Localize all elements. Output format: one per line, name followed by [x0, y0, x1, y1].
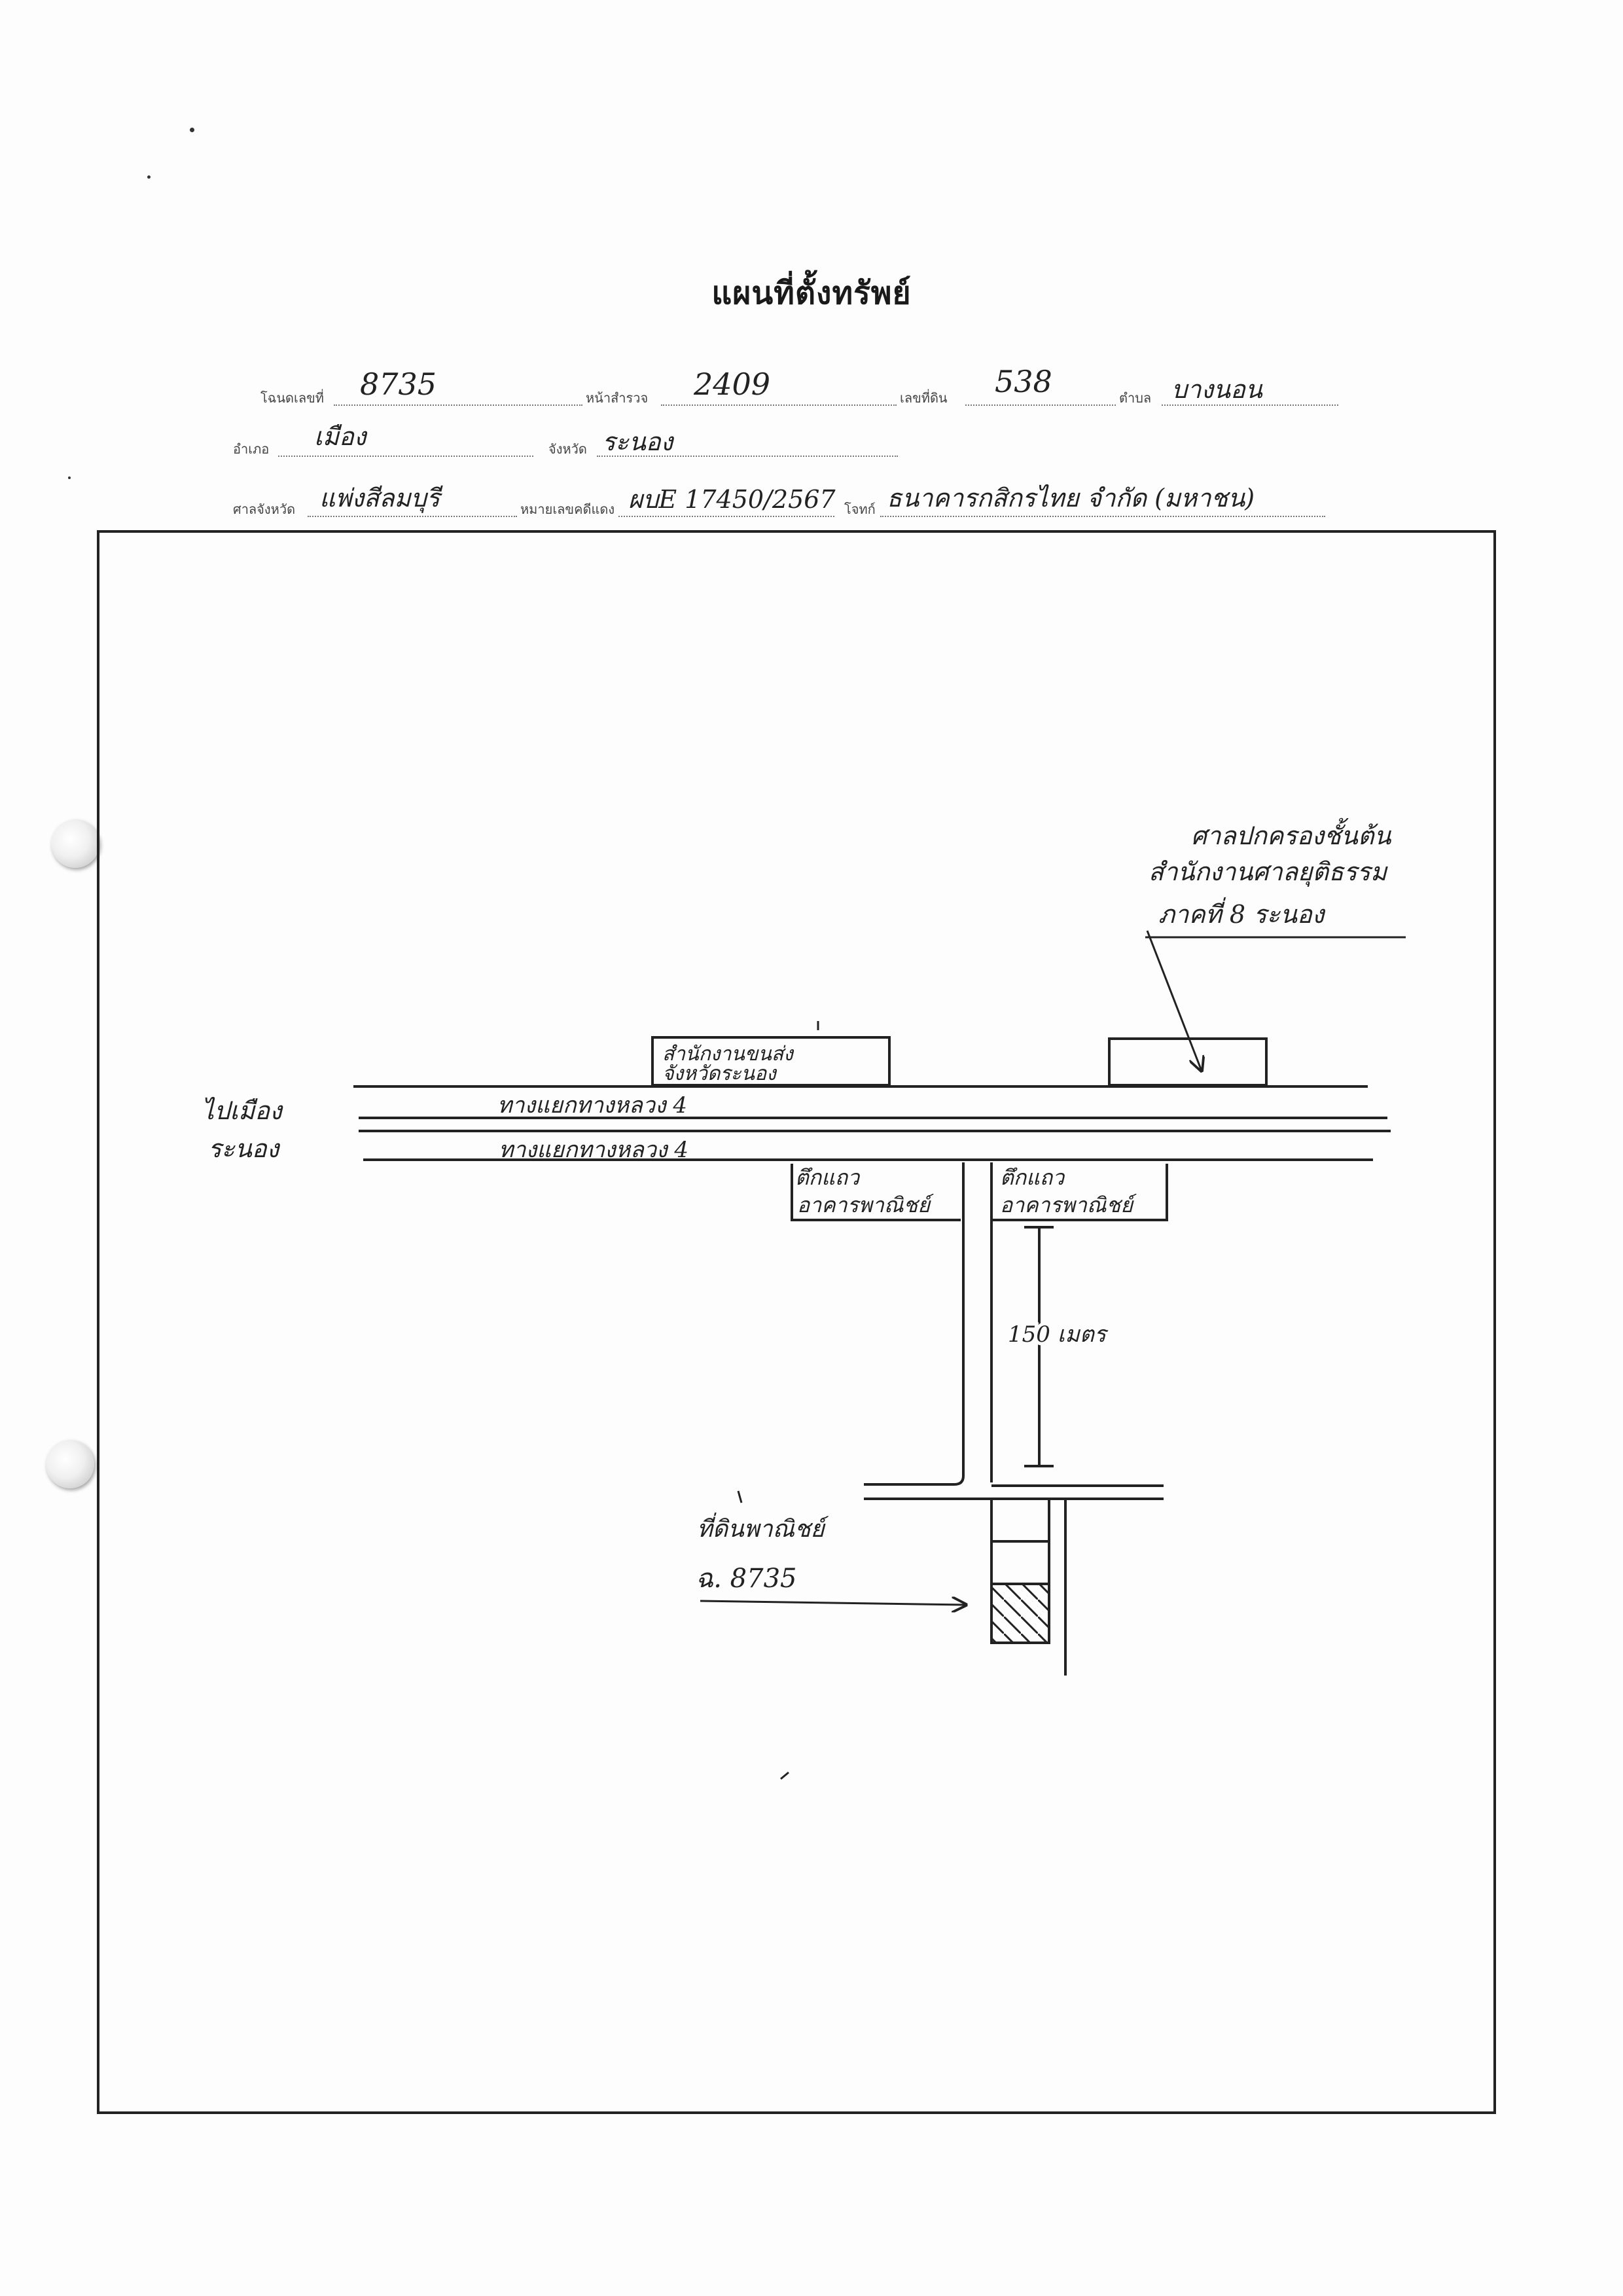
- form-row-deed: โฉนดเลขที่ 8735 หน้าสำรวจ 2409 เลขที่ดิน…: [0, 360, 1623, 419]
- plot-label: ที่ดินพาณิชย์: [697, 1512, 829, 1543]
- transport-office-label-line1: สำนักงานขนส่ง: [662, 1043, 794, 1066]
- transport-office-building: [651, 1036, 891, 1086]
- punch-hole-bottom: [46, 1440, 94, 1488]
- side-road-corner: [864, 1475, 965, 1486]
- scan-speck: [190, 128, 194, 132]
- case-value: ผบE 17450/2567: [628, 485, 836, 514]
- deed-label: โฉนดเลขที่: [260, 390, 324, 406]
- shop-left-outline: [791, 1164, 961, 1221]
- court-office-label-line1: ศาลปกครองชั้นต้น: [1191, 817, 1392, 850]
- stray-pen-mark: [780, 1771, 789, 1780]
- court-label: ศาลจังหวัด: [233, 501, 296, 517]
- court-office-label-line2: สำนักงานศาลยุติธรรม: [1149, 857, 1388, 887]
- punch-hole-top: [51, 819, 99, 868]
- court-office-building: [1108, 1037, 1268, 1086]
- province-label: จังหวัด: [548, 441, 587, 457]
- page-label: หน้าสำรวจ: [586, 390, 649, 406]
- lane-upper-label: ทางแยกทางหลวง 4: [497, 1092, 687, 1119]
- plaintiff-label: โจทก์: [844, 501, 876, 517]
- plaintiff-value: ธนาคารกสิกรไทย จำกัด (มหาชน): [887, 484, 1255, 512]
- court-office-label-line3: ภาคที่ 8 ระนอง: [1158, 897, 1326, 929]
- district-label: อำเภอ: [233, 441, 270, 457]
- shop-right-label-line2: อาคารพาณิชย์: [1000, 1193, 1137, 1217]
- scan-speck: [147, 175, 151, 179]
- land-no-value: 538: [995, 364, 1052, 399]
- district-value: เมือง: [314, 422, 366, 451]
- subdistrict-label: ตำบล: [1119, 390, 1152, 406]
- court-value: แพ่งสีลมบุรี: [319, 484, 440, 512]
- lane-lower-label: ทางแยกทางหลวง 4: [499, 1137, 688, 1163]
- transport-office-label: สำนักงานขนส่ง จังหวัดระนอง: [662, 1043, 799, 1085]
- court-office-label: ศาลปกครองชั้นต้น สำนักงานศาลยุติธรรม ภาค…: [1149, 817, 1399, 929]
- shop-right-label-line1: ตึกแถว: [1000, 1165, 1065, 1190]
- subdistrict-value: บางนอน: [1171, 375, 1262, 404]
- to-city-label-line1: ไปเมือง: [202, 1096, 283, 1125]
- scan-speck: [68, 476, 71, 479]
- case-label: หมายเลขคดีแดง: [520, 501, 615, 517]
- map-frame: [97, 530, 1496, 2114]
- shop-left-label-line1: ตึกแถว: [795, 1165, 861, 1190]
- court-office-pointer: [1146, 930, 1202, 1071]
- to-city-label-line2: ระนอง: [208, 1134, 281, 1163]
- shop-right-outline: [991, 1164, 1168, 1221]
- to-city-label: ไปเมือง ระนอง: [202, 1096, 290, 1163]
- province-value: ระนอง: [602, 427, 673, 456]
- plot-pointer: [700, 1601, 966, 1605]
- transport-office-label-line2: จังหวัดระนอง: [662, 1062, 777, 1085]
- page-title: แผนที่ตั้งทรัพย์: [711, 275, 912, 312]
- plot-deed-label: ฉ. 8735: [696, 1564, 796, 1594]
- shop-right-label: ตึกแถว อาคารพาณิชย์: [1000, 1165, 1137, 1217]
- land-no-label: เลขที่ดิน: [900, 390, 948, 406]
- shop-left-label-line2: อาคารพาณิชย์: [797, 1193, 934, 1217]
- deed-value: 8735: [360, 367, 437, 402]
- form-row-district: อำเภอ เมือง จังหวัด ระนอง: [0, 412, 1623, 471]
- plot-label-mark: [737, 1490, 743, 1503]
- distance-label: 150 เมตร: [1008, 1321, 1109, 1348]
- page-value: 2409: [694, 367, 771, 402]
- form-row-court: ศาลจังหวัด แพ่งสีลมบุรี หมายเลขคดีแดง ผบ…: [0, 471, 1623, 530]
- subject-plot: [990, 1583, 1050, 1644]
- shop-left-label: ตึกแถว อาคารพาณิชย์: [795, 1165, 934, 1217]
